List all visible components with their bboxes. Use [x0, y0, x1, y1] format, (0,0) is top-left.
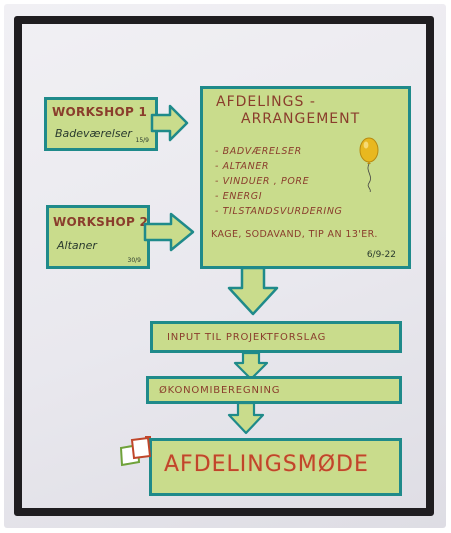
event-title-line-1: AFDELINGS -: [216, 94, 316, 110]
event-box: AFDELINGS - ARRANGEMENT - BADVÆRELSER - …: [200, 86, 411, 269]
workshop-1-box: WORKSHOP 1 Badeværelser 15/9: [44, 97, 158, 151]
workshop-1-subtitle: Badeværelser: [55, 127, 132, 140]
workshop-2-subtitle: Altaner: [57, 239, 97, 252]
input-box-label: INPUT TIL PROJEKTFORSLAG: [167, 332, 327, 343]
event-extra-note: KAGE, SODAVAND, TIP AN 13'ER.: [211, 229, 378, 240]
arrow-down-icon: [233, 351, 269, 381]
workshop-1-date: 15/9: [135, 137, 149, 144]
list-item: - ENERGI: [215, 191, 263, 202]
economy-box: ØKONOMIBEREGNING: [146, 376, 402, 404]
meeting-box: AFDELINGSMØDE: [149, 438, 402, 496]
workshop-2-box: WORKSHOP 2 Altaner 30/9: [46, 205, 150, 269]
workshop-2-title: WORKSHOP 2: [53, 215, 149, 229]
list-item: - ALTANER: [215, 161, 270, 172]
paper-frame: [14, 16, 434, 516]
input-box: INPUT TIL PROJEKTFORSLAG: [150, 321, 402, 353]
economy-box-label: ØKONOMIBEREGNING: [159, 385, 281, 396]
balloon-icon: [359, 137, 379, 192]
event-date: 6/9-22: [366, 250, 396, 260]
arrow-right-icon: [143, 212, 195, 252]
list-item: - VINDUER , PORE: [215, 176, 310, 187]
event-title-line-2: ARRANGEMENT: [241, 111, 361, 127]
list-item: - TILSTANDSVURDERING: [215, 206, 343, 217]
meeting-box-label: AFDELINGSMØDE: [164, 452, 369, 477]
list-item: - BADVÆRELSER: [215, 146, 302, 157]
arrow-down-icon: [227, 266, 279, 316]
workshop-2-date: 30/9: [127, 257, 141, 264]
arrow-right-icon: [150, 104, 189, 142]
flags-icon: [119, 436, 152, 467]
workshop-1-title: WORKSHOP 1: [52, 105, 148, 119]
arrow-down-icon: [227, 401, 265, 435]
